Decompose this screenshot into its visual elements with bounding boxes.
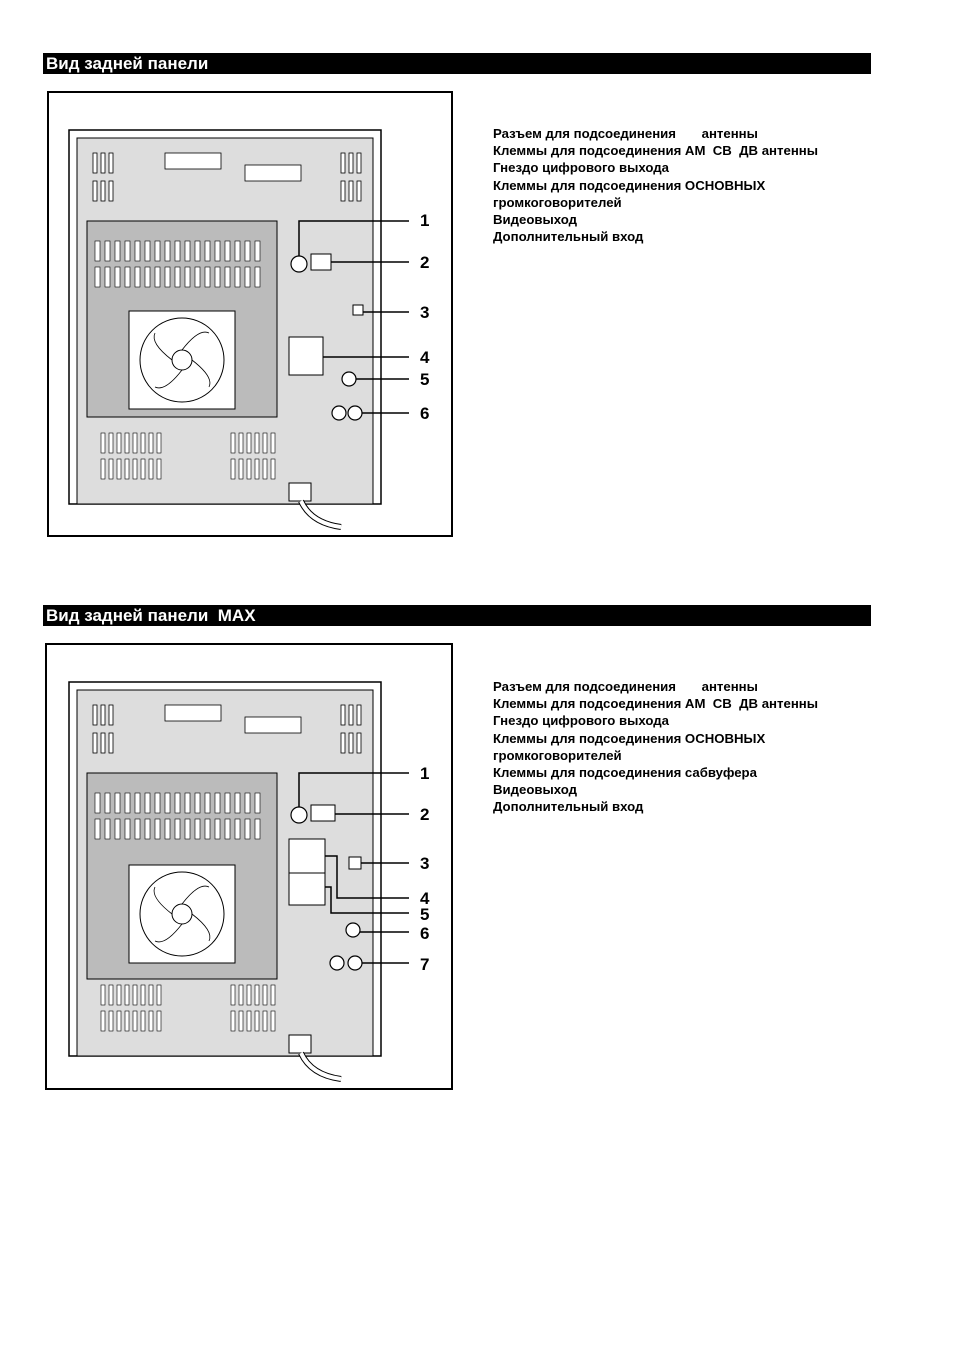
legend-item: Клеммы для подсоединения AM CB ДВ антенн… — [493, 143, 819, 159]
callout-1: 1 — [420, 764, 429, 783]
callout-5: 5 — [420, 370, 429, 389]
rear-panel-illustration-2: 1 2 3 4 5 6 7 — [68, 681, 430, 1082]
section-heading-1: Вид задней панели — [43, 53, 871, 74]
legend-item: Разъем для подсоединения антенны — [493, 679, 758, 694]
rear-panel-figure-1: 1 2 3 4 5 6 — [47, 91, 453, 537]
rear-panel-figure-2: 1 2 3 4 5 6 7 — [45, 643, 453, 1090]
callout-4: 4 — [420, 889, 430, 908]
callout-2: 2 — [420, 253, 429, 272]
callout-5: 5 — [420, 905, 429, 924]
legend-item: Дополнительный вход — [493, 799, 644, 815]
callout-2: 2 — [420, 805, 429, 824]
legend-list-1: Разъем для подсоединения антенны Клеммы … — [493, 125, 873, 245]
rear-panel-illustration-1: 1 2 3 4 5 6 — [68, 129, 430, 530]
legend-item: Гнездо цифрового выхода — [493, 713, 669, 729]
callout-3: 3 — [420, 303, 429, 322]
legend-item: Клеммы для подсоединения сабвуфера — [493, 765, 757, 781]
legend-item: Клеммы для подсоединения ОСНОВНЫХ — [493, 177, 766, 193]
legend-item: Клеммы для подсоединения AM CB ДВ антенн… — [493, 696, 819, 712]
legend-item: Разъем для подсоединения антенны — [493, 126, 758, 141]
callout-6: 6 — [420, 924, 429, 943]
legend-list-2: Разъем для подсоединения антенны Клеммы … — [493, 678, 873, 816]
legend-item: громкоговорителей — [493, 747, 622, 763]
legend-item: Гнездо цифрового выхода — [493, 160, 669, 176]
legend-item: Дополнительный вход — [493, 229, 644, 245]
legend-item: Видеовыход — [493, 212, 578, 228]
callout-7: 7 — [420, 955, 429, 974]
section-heading-2: Вид задней панели MAX — [43, 605, 871, 626]
callout-6: 6 — [420, 404, 429, 423]
legend-item: Клеммы для подсоединения ОСНОВНЫХ — [493, 730, 766, 746]
callout-1: 1 — [420, 211, 429, 230]
callout-3: 3 — [420, 854, 429, 873]
legend-item: громкоговорителей — [493, 194, 622, 210]
callout-4: 4 — [420, 348, 430, 367]
legend-item: Видеовыход — [493, 782, 578, 798]
